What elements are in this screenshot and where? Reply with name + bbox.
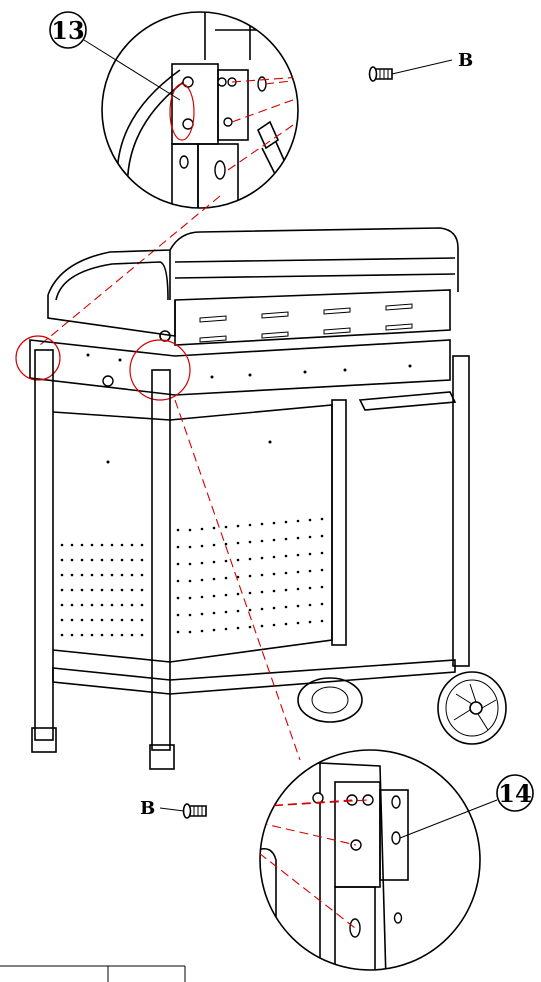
front-rail xyxy=(29,339,451,396)
bracket-plate-14 xyxy=(334,781,381,888)
callout-13: 13 xyxy=(49,11,181,101)
lid-knob-icon xyxy=(159,330,171,342)
highlight-ring-left xyxy=(15,335,61,381)
foot-cap-right xyxy=(149,744,175,770)
back-panel xyxy=(52,404,333,663)
screw-b-bottom xyxy=(159,803,207,819)
leader-13 xyxy=(39,195,221,346)
grill-cart xyxy=(15,227,507,770)
firebox-front xyxy=(174,289,451,346)
wheel-rear xyxy=(297,677,363,723)
leg-rear-right xyxy=(452,355,470,667)
perforation-left xyxy=(60,543,144,637)
highlight-ring-right xyxy=(129,339,191,401)
part-label-b-bottom: B xyxy=(140,798,155,819)
detail-circle-14 xyxy=(259,749,481,971)
vent-slots xyxy=(199,303,413,343)
bottom-shelf xyxy=(52,659,456,695)
bracket-plate xyxy=(171,63,219,145)
leg-front-left xyxy=(34,349,54,741)
part-label-b-top: B xyxy=(458,50,473,71)
bracket-closeup-13 xyxy=(116,12,298,208)
grill-lid xyxy=(47,227,459,296)
detail-view-14: 14 B xyxy=(140,749,534,971)
detail-view-13: 13 B xyxy=(49,11,473,209)
screw-b-top xyxy=(368,59,453,82)
perforation-right xyxy=(176,517,324,634)
callout-13-label: 13 xyxy=(51,16,84,45)
foot-cap-left xyxy=(31,727,57,753)
wheel-front xyxy=(437,671,507,745)
callout-14: 14 xyxy=(399,774,534,839)
callout-14-label: 14 xyxy=(498,779,531,808)
leader-14 xyxy=(174,399,301,761)
leg-front-right xyxy=(151,369,171,751)
parts-table-fragment xyxy=(0,965,186,982)
detail-circle-13 xyxy=(101,11,299,209)
